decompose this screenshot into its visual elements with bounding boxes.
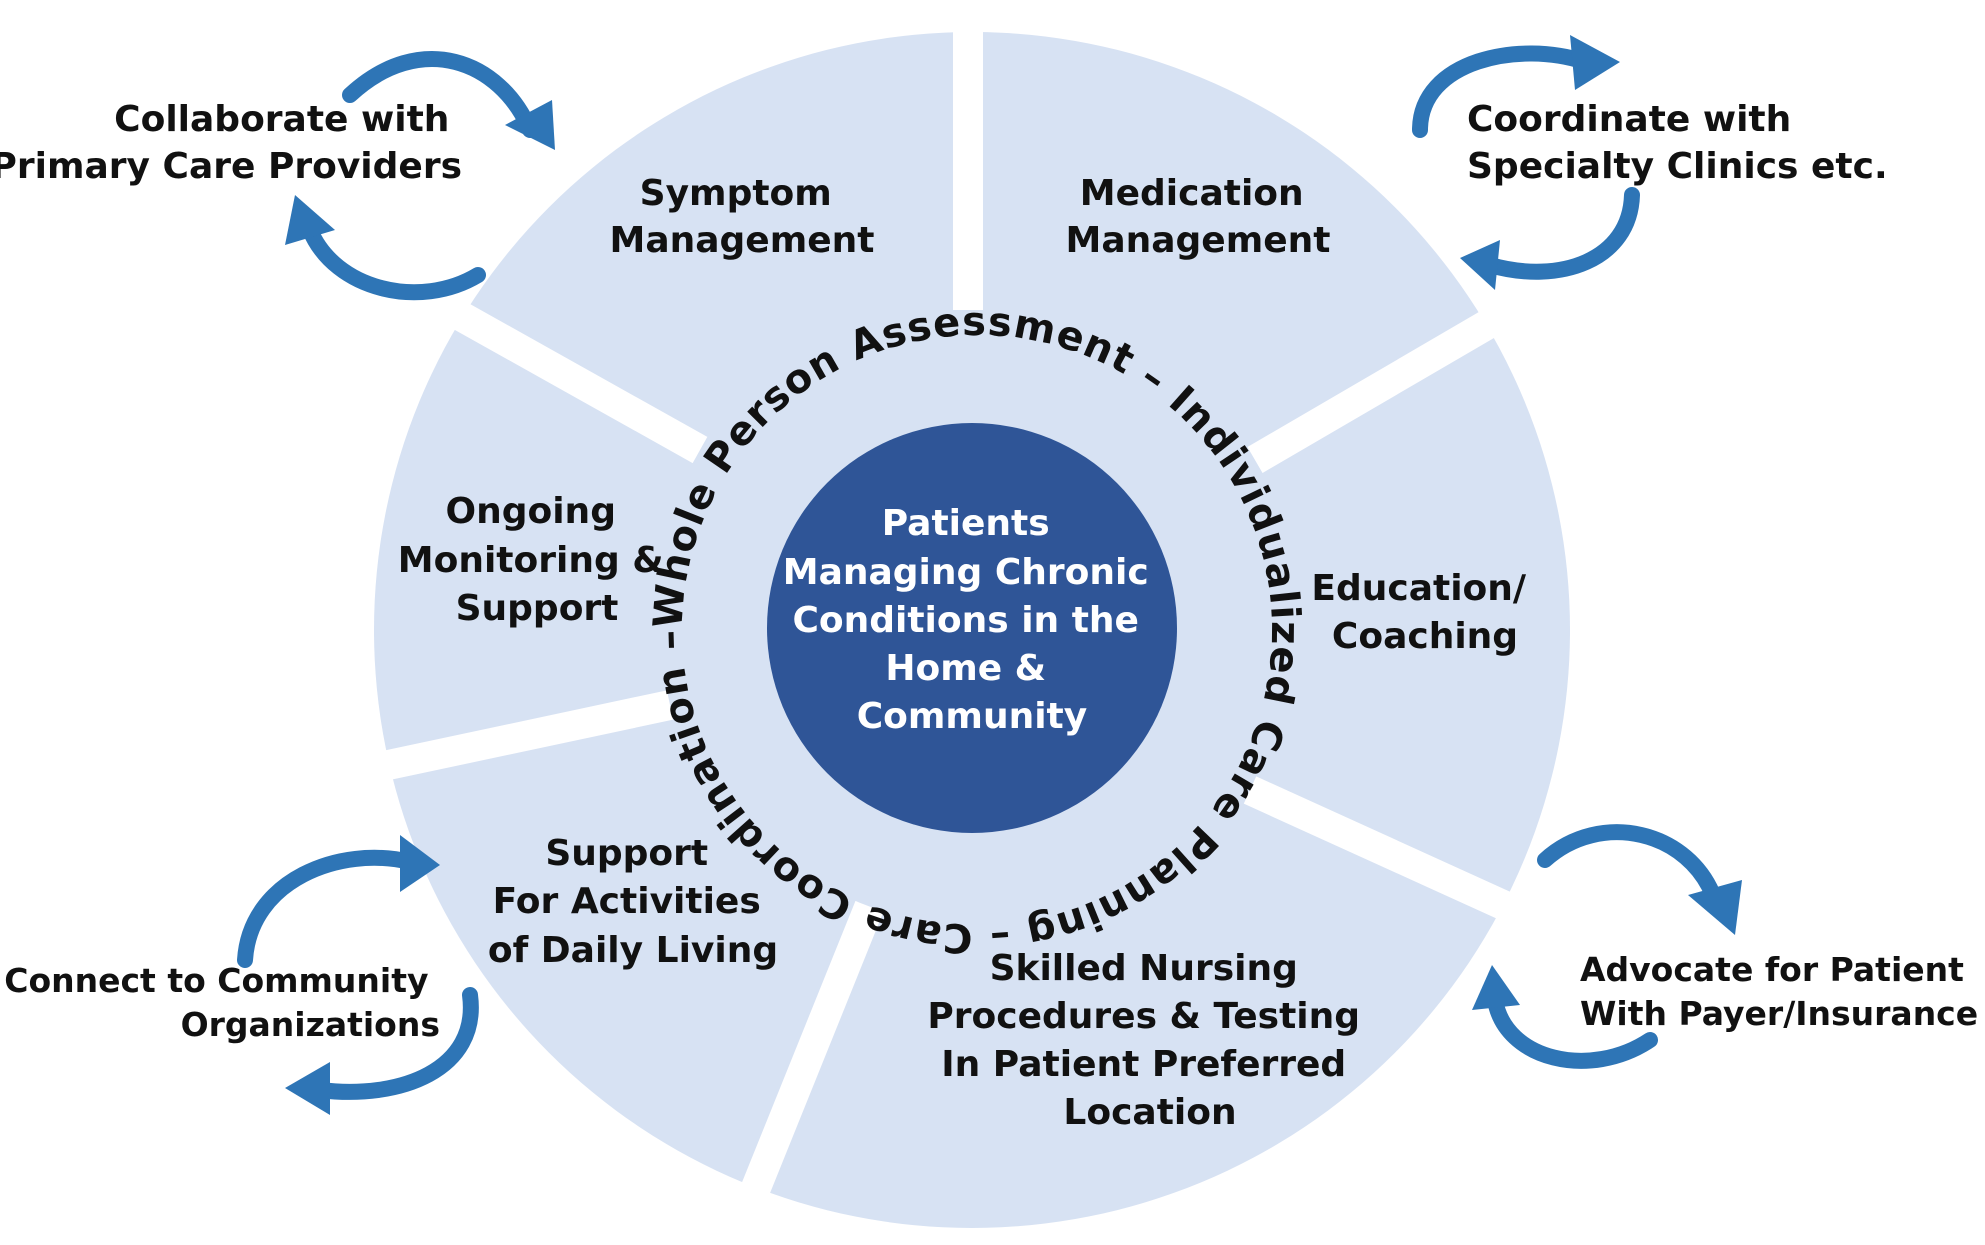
segment-label: Ongoing [445, 491, 615, 532]
segment-label: Support [545, 833, 708, 874]
arrowhead-icon [285, 195, 335, 245]
center-title: Patients Managing Chronic Conditions in … [783, 503, 1161, 737]
separator-lower-right [1243, 776, 1532, 929]
arrowhead-icon [1570, 35, 1620, 90]
segment-daily-living: Support For Activities of Daily Living [488, 833, 778, 971]
curved-arrow-icon [1487, 992, 1658, 1069]
segment-label: Symptom [640, 173, 832, 214]
curved-arrow-icon [342, 51, 538, 138]
arrowhead-icon [285, 1062, 330, 1115]
segment-label: Management [610, 220, 875, 261]
external-label: With Payer/Insurance [1580, 994, 1978, 1033]
external-label: Primary Care Providers [0, 146, 462, 187]
arrowhead-icon [1688, 880, 1742, 935]
external-coordinate: Coordinate with Specialty Clinics etc. [1467, 99, 1888, 187]
arrowhead-icon [1460, 240, 1500, 290]
arrowhead-icon [1472, 965, 1520, 1010]
segment-label: Support [456, 588, 619, 629]
segment-medication-management: Medication Management [1066, 173, 1331, 261]
curved-arrow-icon [1537, 824, 1723, 908]
center-line: Home & [885, 648, 1046, 689]
separator-bottom [731, 899, 884, 1221]
external-collaborate: Collaborate with Primary Care Providers [0, 99, 462, 187]
segment-label: of Daily Living [488, 930, 778, 971]
external-label: Specialty Clinics etc. [1467, 146, 1888, 187]
center-line: Patients [882, 503, 1050, 544]
external-label: Coordinate with [1467, 99, 1791, 140]
center-circle [767, 423, 1177, 833]
arrows [237, 35, 1742, 1115]
segment-education-coaching: Education/ Coaching [1311, 568, 1538, 657]
segment-label: For Activities [493, 881, 761, 922]
external-advocate: Advocate for Patient With Payer/Insuranc… [1580, 950, 1978, 1033]
separator-upper-left [442, 296, 708, 464]
external-label: Organizations [181, 1005, 440, 1044]
segment-label: Monitoring & [398, 540, 664, 581]
segment-label: Location [1063, 1092, 1236, 1133]
segment-label: Education/ [1311, 568, 1527, 609]
segment-label: In Patient Preferred [941, 1044, 1346, 1085]
segment-label: Coaching [1332, 616, 1518, 657]
curved-arrow-icon [312, 987, 479, 1100]
external-label: Collaborate with [114, 99, 449, 140]
curved-arrow-icon [302, 222, 486, 301]
center-line: Conditions in the [792, 600, 1139, 641]
segment-label: Skilled Nursing [990, 948, 1298, 989]
separator-lower-left [361, 690, 674, 785]
arrowhead-icon [400, 835, 440, 892]
separator-upper-right [1247, 307, 1503, 473]
segment-label: Procedures & Testing [927, 996, 1360, 1037]
arrowhead-icon [505, 100, 555, 150]
curved-arrow-icon [1482, 187, 1640, 280]
segment-symptom-management: Symptom Management [610, 173, 875, 261]
external-community: Connect to Community Organizations [4, 961, 440, 1044]
curved-arrow-icon [237, 849, 418, 968]
external-label: Connect to Community [4, 961, 428, 1000]
center-line: Managing Chronic [783, 552, 1149, 593]
segment-label: Medication [1080, 173, 1304, 214]
segment-skilled-nursing: Skilled Nursing Procedures & Testing In … [927, 948, 1372, 1133]
external-label: Advocate for Patient [1580, 950, 1964, 989]
curved-arrow-icon [1412, 45, 1593, 138]
wheel-separators [361, 0, 1532, 1221]
segment-ongoing-monitoring: Ongoing Monitoring & Support [398, 491, 676, 629]
segment-label: Management [1066, 220, 1331, 261]
outer-wheel [361, 0, 1570, 1228]
center-line: Community [857, 696, 1087, 737]
